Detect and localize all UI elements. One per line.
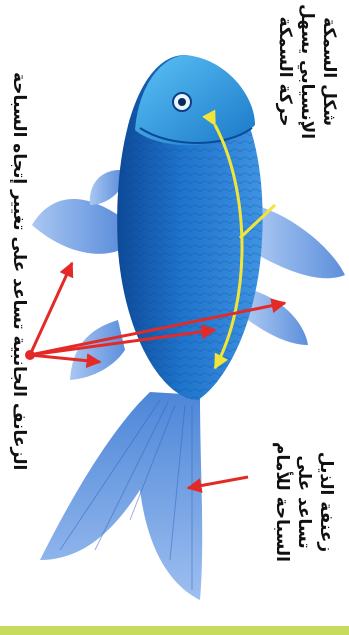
fins-arrow-1 <box>30 263 72 355</box>
tail-fin-line-2: تساعد على <box>293 442 315 562</box>
bottom-bar <box>0 626 349 635</box>
pectoral-fin-upper <box>32 199 120 254</box>
body-shape-line-1: شكل السمكة <box>318 4 340 139</box>
dorsal-fin-lower <box>248 290 308 345</box>
side-fins-label: الزعانف الجانبية تساعد على تغيير إتجاه ا… <box>8 72 30 470</box>
tail-fin-line-1: زعنفة الذيل <box>315 442 337 562</box>
body-shape-label: شكل السمكة الإنسيابي يسهل حركة السمكة <box>274 4 340 139</box>
pectoral-fin-lower <box>70 320 125 380</box>
body-shape-line-2: الإنسيابي يسهل <box>296 4 318 139</box>
tail-fin-label: زعنفة الذيل تساعد على السباحة للأمام <box>271 442 337 562</box>
tail-fin-line-3: السباحة للأمام <box>271 442 293 562</box>
pectoral-fin-front <box>90 170 122 205</box>
fish-head <box>135 55 255 145</box>
side-fins-text: الزعانف الجانبية تساعد على تغيير إتجاه ا… <box>8 72 30 470</box>
body-shape-line-3: حركة السمكة <box>274 4 296 139</box>
dorsal-fin-upper <box>255 205 345 278</box>
